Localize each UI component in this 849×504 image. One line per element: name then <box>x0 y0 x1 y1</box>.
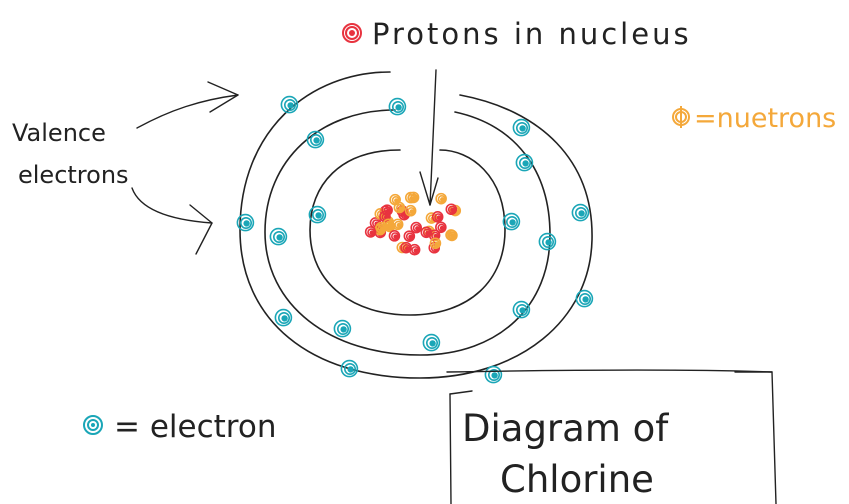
electron <box>484 365 503 384</box>
nucleus-pointer-arrow <box>419 69 439 206</box>
electron <box>269 227 288 246</box>
electron-legend-marker <box>83 415 103 435</box>
neutron <box>446 229 458 242</box>
outer-shell <box>239 71 593 379</box>
proton <box>431 211 444 223</box>
inner-shell <box>309 149 506 316</box>
electron-legend: = electron <box>83 409 276 445</box>
neutron <box>375 221 387 234</box>
neutron <box>404 191 417 204</box>
middle-shell <box>264 109 551 356</box>
neutron <box>429 237 442 250</box>
electron <box>306 130 325 149</box>
electron <box>422 333 441 352</box>
electron <box>333 319 352 338</box>
neutron <box>389 193 401 206</box>
proton <box>381 204 393 216</box>
valence-label-line1: Valence <box>12 119 106 147</box>
neutron-legend-label: =nuetrons <box>694 103 836 134</box>
valence-arrow-upper <box>136 81 239 129</box>
proton <box>410 221 423 234</box>
proton-legend-label: Protons in nucleus <box>372 17 692 51</box>
proton <box>388 230 401 242</box>
electron <box>538 232 557 251</box>
diagram-title-box: Diagram of Chlorine <box>446 369 777 504</box>
neutron-legend-marker <box>672 106 690 128</box>
proton <box>364 226 377 238</box>
neutron <box>404 204 417 217</box>
proton <box>400 241 412 254</box>
electrons <box>236 95 594 384</box>
proton <box>403 230 416 242</box>
valence-arrow-lower <box>131 187 213 255</box>
electron <box>515 153 534 172</box>
electron <box>512 300 531 319</box>
diagram-title-line1: Diagram of <box>462 407 669 450</box>
proton <box>435 221 447 234</box>
electron <box>388 97 407 116</box>
electron <box>502 212 521 231</box>
electron <box>308 205 327 224</box>
neutron <box>435 192 447 205</box>
electron <box>340 359 359 378</box>
proton <box>420 226 433 239</box>
electron-legend-label: = electron <box>114 409 276 445</box>
neutron-legend: =nuetrons <box>672 103 836 134</box>
electron <box>280 95 299 114</box>
valence-label-line2: electrons <box>18 161 129 189</box>
electron-shells <box>239 71 593 379</box>
electron <box>274 308 293 327</box>
proton-legend: Protons in nucleus <box>342 17 692 51</box>
valence-label: Valence electrons <box>12 119 129 189</box>
nucleus <box>364 191 462 256</box>
proton <box>445 203 458 216</box>
diagram-title-line2: Chlorine <box>500 458 654 501</box>
electron <box>575 289 594 308</box>
proton-legend-marker <box>342 23 362 43</box>
neutron <box>391 218 404 231</box>
electron <box>512 118 531 137</box>
electron <box>571 203 590 222</box>
electron <box>236 213 255 232</box>
